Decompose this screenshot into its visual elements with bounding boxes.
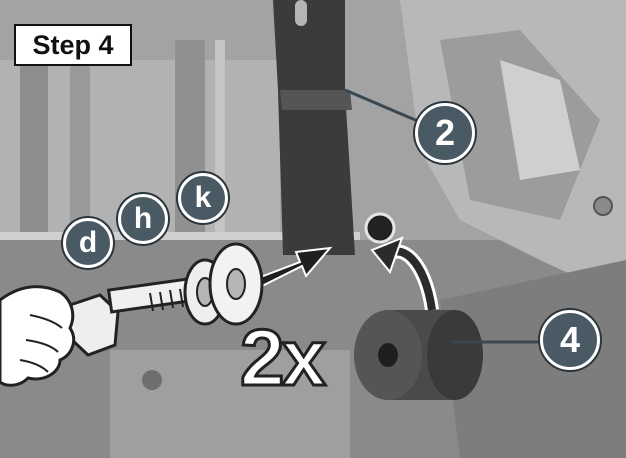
callout-hardware-d: d [63,218,113,268]
right-bolt [593,196,613,216]
horizontal-edge [0,232,360,240]
handle-highlight [280,90,352,110]
handle-slot [295,0,307,26]
hand-finger-lines [19,314,63,373]
leader-2 [344,88,421,124]
straight-arrow [256,246,333,288]
spacer-back [427,310,483,400]
rail-4 [215,40,225,240]
callout-hardware-h: h [118,194,168,244]
step-label: Step 4 [14,24,132,66]
rail-2 [70,60,90,240]
hand [0,285,76,387]
bottom-beam [110,350,350,458]
lower-right-panel [440,260,626,458]
callout-hardware-k: k [178,173,228,223]
right-bracket-inner [500,60,580,180]
bottom-hole [142,370,162,390]
callout-part-4: 4 [540,310,600,370]
quantity-label: 2x [239,313,328,402]
spacer-hole [378,343,398,367]
rail-1 [20,60,48,240]
callout-part-2: 2 [415,103,475,163]
flat-washer-hole [226,268,246,300]
handle-bar [273,0,355,255]
mounting-hole [364,212,396,244]
curved-arrow-head [370,236,404,275]
